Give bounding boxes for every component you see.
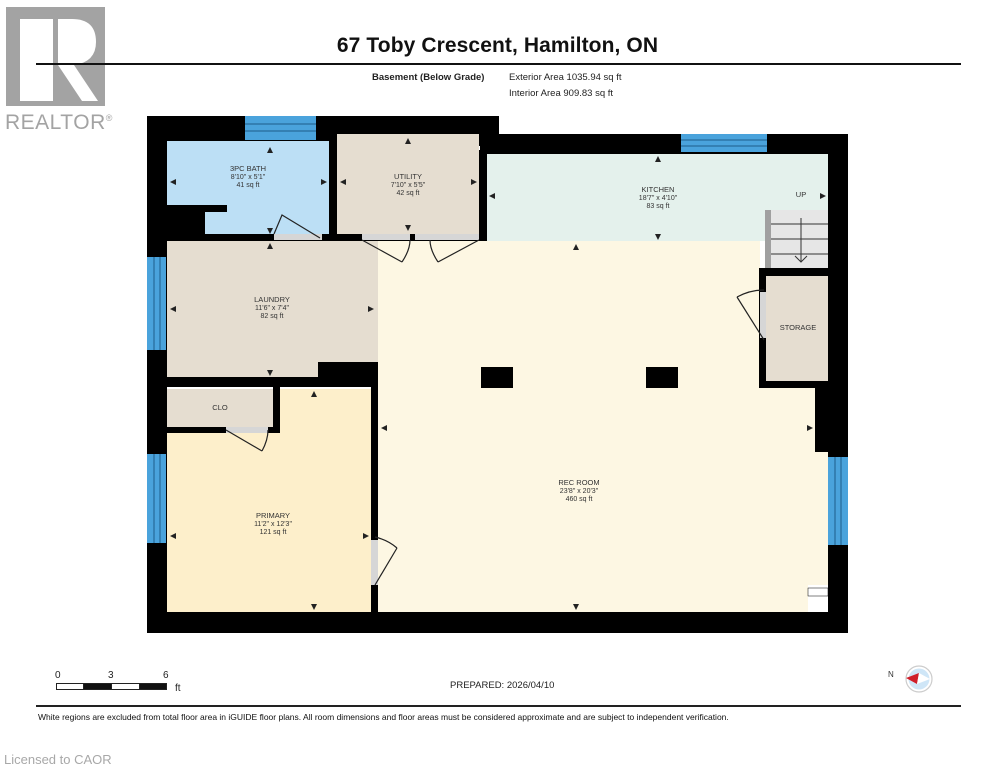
exterior-area: Exterior Area 1035.94 sq ft — [509, 72, 622, 83]
interior-area: Interior Area 909.83 sq ft — [509, 88, 614, 99]
disclaimer-text: White regions are excluded from total fl… — [38, 712, 729, 722]
room-clo — [167, 389, 273, 427]
scale-unit: ft — [175, 683, 181, 694]
room-label-clo: CLO — [212, 403, 228, 412]
realtor-r-icon — [20, 19, 98, 101]
floor-level-label: Basement (Below Grade) — [372, 72, 485, 83]
realtor-logo-icon — [6, 7, 105, 106]
scale-tick-3: 3 — [108, 670, 114, 681]
room-storage — [766, 276, 828, 381]
compass-north-icon — [905, 665, 933, 693]
compass-label: N — [888, 670, 894, 679]
doors — [225, 214, 766, 586]
column — [646, 367, 678, 388]
column — [481, 367, 513, 388]
scale-tick-0: 0 — [55, 670, 61, 681]
realtor-logo-text: REALTOR® — [5, 111, 113, 134]
stairs-up-label: UP — [795, 190, 807, 199]
page-title: 67 Toby Crescent, Hamilton, ON — [336, 34, 659, 57]
dimension-markers — [170, 138, 826, 610]
room-laundry — [167, 240, 378, 377]
prepared-date: PREPARED: 2026/04/10 — [450, 680, 555, 691]
room-label-storage: STORAGE — [779, 323, 817, 332]
footer-divider — [36, 705, 961, 707]
scale-bar — [56, 683, 167, 690]
title-divider — [36, 63, 961, 65]
room-utility — [337, 134, 479, 234]
license-watermark: Licensed to CAOR — [4, 752, 112, 767]
room-rec-room — [378, 241, 828, 612]
room-primary — [167, 389, 371, 612]
windows — [147, 116, 848, 545]
scale-tick-6: 6 — [163, 670, 169, 681]
